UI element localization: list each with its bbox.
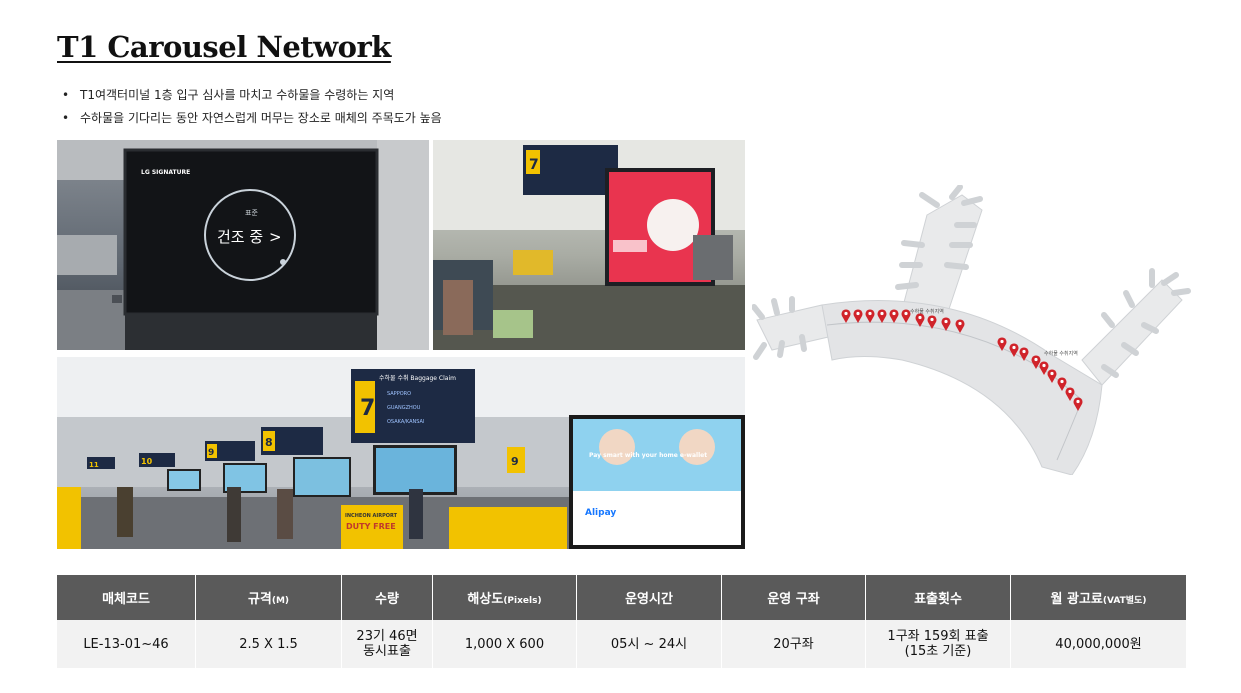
map-markers	[841, 309, 1083, 411]
carousel-number-7: 7	[360, 396, 375, 421]
page-title: T1 Carousel Network	[57, 30, 391, 64]
table-header-size: 규격(M)	[195, 575, 342, 620]
flight-row: GUANGZHOU	[387, 405, 421, 411]
table-header-qty: 수량	[341, 575, 433, 620]
carousel-number-10: 10	[141, 457, 153, 466]
photo-carousel-hall: 7	[433, 140, 745, 350]
duty-free-line-1: INCHEON AIRPORT	[345, 513, 398, 519]
map-pin-icon	[1031, 355, 1041, 369]
duty-free-line-2: DUTY FREE	[346, 522, 396, 531]
map-pin-icon	[901, 309, 911, 323]
cell-code: LE-13-01~46	[57, 620, 196, 668]
table-header-slots: 운영 구좌	[721, 575, 866, 620]
baggage-claim-sign: 수하물 수취 Baggage Claim	[379, 374, 456, 382]
bullet-item: •수하물을 기다리는 동안 자연스럽게 머무는 장소로 매체의 주목도가 높음	[62, 111, 442, 125]
map-pin-icon	[915, 313, 925, 327]
map-pin-icon	[955, 319, 965, 333]
cell-resolution: 1,000 X 600	[432, 620, 577, 668]
photo-baggage-claim-wide: 7 수하물 수취 Baggage Claim SAPPORO GUANGZHOU…	[57, 357, 745, 549]
map-pin-icon	[1019, 347, 1029, 361]
map-pin-icon	[865, 309, 875, 323]
area-label: 수하물 수취지역	[910, 308, 944, 315]
map-pin-icon	[853, 309, 863, 323]
table-header-row: 매체코드 규격(M) 수량 해상도(Pixels) 운영시간 운영 구좌 표출횟…	[57, 575, 1186, 620]
map-pin-icon	[1065, 387, 1075, 401]
map-pin-icon	[841, 309, 851, 323]
cell-hours: 05시 ~ 24시	[576, 620, 722, 668]
table-header-resolution: 해상도(Pixels)	[432, 575, 577, 620]
flight-row: SAPPORO	[387, 391, 411, 397]
bullet-item: •T1여객터미널 1층 입구 심사를 마치고 수하물을 수령하는 지역	[62, 88, 395, 102]
carousel-number-9: 9	[208, 448, 214, 458]
display-headline: 건조 중	[217, 228, 263, 246]
cell-size: 2.5 X 1.5	[195, 620, 342, 668]
cell-slots: 20구좌	[721, 620, 866, 668]
svg-text:>: >	[269, 228, 282, 246]
table-header-hours: 운영시간	[576, 575, 722, 620]
map-pin-icon	[927, 315, 937, 329]
display-small-label: 표준	[245, 209, 258, 217]
map-pin-icon	[877, 309, 887, 323]
map-pin-icon	[1057, 377, 1067, 391]
spec-table: 매체코드 규격(M) 수량 해상도(Pixels) 운영시간 운영 구좌 표출횟…	[57, 575, 1186, 668]
photo-lg-signature-display: LG SIGNATURE 표준 건조 중 >	[57, 140, 429, 350]
map-pin-icon	[1073, 397, 1083, 411]
cell-frequency: 1구좌 159회 표출(15초 기준)	[865, 620, 1011, 668]
map-pin-icon	[1009, 343, 1019, 357]
ad-brand: Alipay	[585, 508, 616, 518]
carousel-number-8: 8	[265, 436, 273, 449]
map-pin-icon	[889, 309, 899, 323]
display-brand: LG SIGNATURE	[141, 169, 190, 176]
table-header-frequency: 표출횟수	[865, 575, 1011, 620]
map-pin-icon	[1039, 361, 1049, 375]
flight-row: OSAKA/KANSAI	[387, 419, 424, 425]
description-list: •T1여객터미널 1층 입구 심사를 마치고 수하물을 수령하는 지역 •수하물…	[62, 84, 442, 130]
map-pin-icon	[1047, 369, 1057, 383]
svg-text:9: 9	[511, 455, 519, 468]
map-pin-icon	[997, 337, 1007, 351]
ad-headline: Pay smart with your home e-wallet	[589, 452, 707, 459]
map-pin-icon	[941, 317, 951, 331]
area-label: 수하물 수취지역	[1044, 350, 1078, 357]
cell-price: 40,000,000원	[1010, 620, 1186, 668]
carousel-number-11: 11	[89, 461, 99, 469]
carousel-number: 7	[529, 157, 539, 173]
table-header-code: 매체코드	[57, 575, 196, 620]
table-header-price: 월 광고료(VAT별도)	[1010, 575, 1186, 620]
terminal-map: 수하물 수취지역 수하물 수취지역	[751, 184, 1192, 476]
